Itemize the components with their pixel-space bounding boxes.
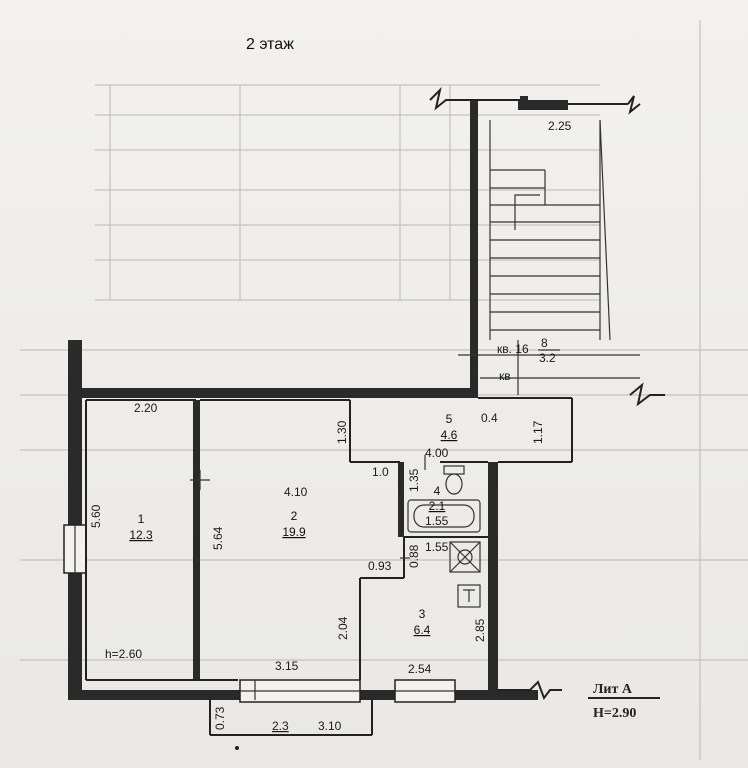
room-1-number: 1 (138, 512, 145, 526)
stair-labels: кв. 16 кв 8 3.2 (497, 336, 560, 383)
floor-title: 2 этаж (246, 36, 294, 53)
dim-corridor-side: 1.17 (531, 420, 545, 444)
room-2-area: 19.9 (282, 525, 306, 539)
literal-stamp: Лит А Н=2.90 (588, 682, 660, 721)
bathtub-icon (407, 499, 481, 533)
dim-room2-width: 4.10 (284, 485, 308, 499)
dim-kitchen-right: 2.85 (473, 618, 487, 642)
dim-corridor-width: 4.00 (425, 446, 449, 460)
apartment-label-kv: кв (499, 369, 511, 383)
balcony-area: 2.3 (272, 719, 289, 733)
stairwell (429, 86, 665, 407)
room-2-number: 2 (291, 509, 298, 523)
room-labels: 1 12.3 2 19.9 3 6.4 4 2.1 5 4.6 (129, 412, 457, 637)
apartment-label-16: кв. 16 (497, 342, 529, 356)
dim-kitchen-bottom: 2.54 (408, 662, 432, 676)
pen-mark (235, 746, 239, 750)
dim-bath-width: 1.55 (425, 514, 449, 528)
room-1-area: 12.3 (129, 528, 153, 542)
stair-fraction-top: 8 (541, 336, 548, 350)
dim-kitchen-wall: 0.88 (407, 544, 421, 568)
room-3-area: 6.4 (414, 623, 431, 637)
room-5-number: 5 (446, 412, 453, 426)
sink-icon (457, 584, 481, 608)
dim-balcony-depth: 0.73 (213, 706, 227, 730)
dim-corridor-step: 1.30 (335, 420, 349, 444)
dim-kitchen-width-top: 1.55 (425, 540, 449, 554)
apartment-walls (63, 340, 562, 736)
dim-bath-height: 1.35 (407, 468, 421, 492)
room-4-number: 4 (434, 484, 441, 498)
dim-room1-width: 2.20 (134, 401, 158, 415)
dim-room2-length: 5.64 (211, 526, 225, 550)
interior-partitions (85, 397, 573, 681)
stamp-line-1: Лит А (593, 682, 633, 697)
toilet-icon (443, 465, 465, 495)
dim-corridor-thin: 0.4 (481, 411, 498, 425)
room-5-area: 4.6 (441, 428, 458, 442)
room-3-number: 3 (419, 607, 426, 621)
stamp-line-2: Н=2.90 (593, 706, 636, 721)
dim-wall-bottom: 3.15 (275, 659, 299, 673)
dim-stair-width: 2.25 (548, 119, 572, 133)
dim-balcony-width: 3.10 (318, 719, 342, 733)
dim-kitchen-offset: 0.93 (368, 559, 392, 573)
dim-door-width: 1.0 (372, 465, 389, 479)
ceiling-height-note: h=2.60 (105, 647, 142, 661)
fixtures (190, 455, 481, 700)
dim-kitchen-left: 2.04 (336, 616, 350, 640)
dim-room1-length: 5.60 (89, 504, 103, 528)
stove-icon (449, 541, 481, 573)
dimension-labels: 2.20 5.60 5.64 4.10 3.15 1.30 1.0 4.00 0… (89, 119, 572, 733)
stair-fraction-bottom: 3.2 (539, 351, 556, 365)
room-4-area: 2.1 (429, 499, 446, 513)
